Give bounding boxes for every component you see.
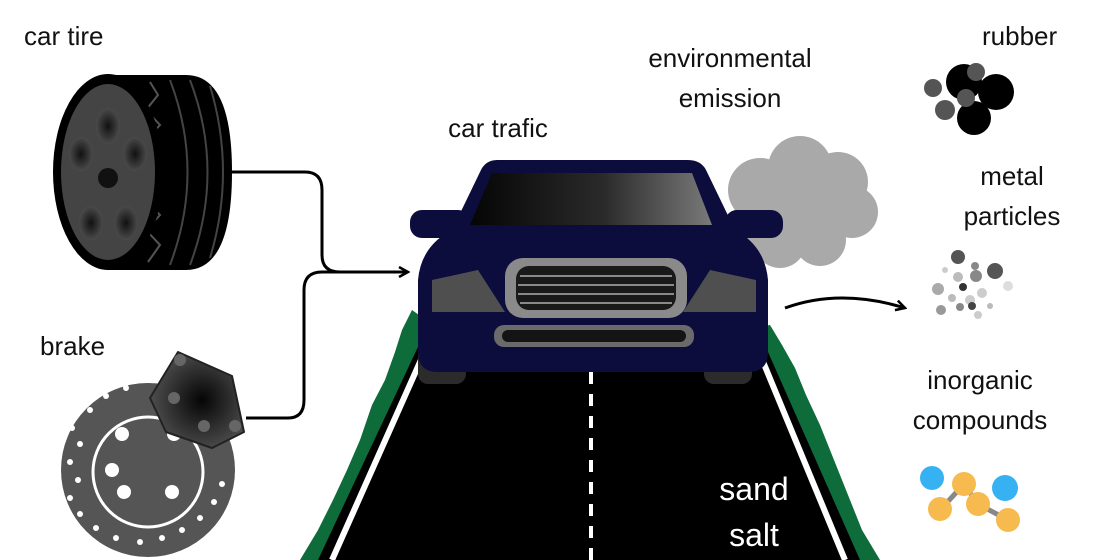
tire-icon bbox=[53, 74, 232, 270]
rubber-label: rubber bbox=[982, 21, 1058, 51]
environmental-emission-label: environmental emission bbox=[630, 38, 830, 118]
metal-particles-line-2: particles bbox=[963, 201, 1061, 231]
salt-label: salt bbox=[729, 517, 779, 553]
environmental-emission-line-2: emission bbox=[678, 83, 782, 113]
metal-particles-line-1: metal bbox=[980, 161, 1044, 191]
brake-disc-icon bbox=[61, 351, 245, 557]
molecule-icon bbox=[920, 466, 1020, 532]
brake-label: brake bbox=[40, 331, 106, 361]
road-materials-label: sand salt bbox=[700, 466, 808, 558]
rubber-particles-icon bbox=[924, 63, 1014, 135]
car-tire-label: car tire bbox=[24, 21, 104, 51]
inorganic-compounds-line-2: compounds bbox=[912, 405, 1048, 435]
inorganic-compounds-label: inorganic compounds bbox=[896, 360, 1064, 440]
car-icon bbox=[410, 160, 783, 384]
sand-label: sand bbox=[719, 471, 789, 507]
flow-arrows bbox=[232, 170, 905, 420]
environmental-emission-line-1: environmental bbox=[648, 43, 812, 73]
car-traffic-label: car trafic bbox=[448, 113, 548, 143]
metal-particles-icon bbox=[932, 250, 1013, 319]
metal-particles-label: metal particles bbox=[940, 156, 1084, 236]
inorganic-compounds-line-1: inorganic bbox=[927, 365, 1033, 395]
